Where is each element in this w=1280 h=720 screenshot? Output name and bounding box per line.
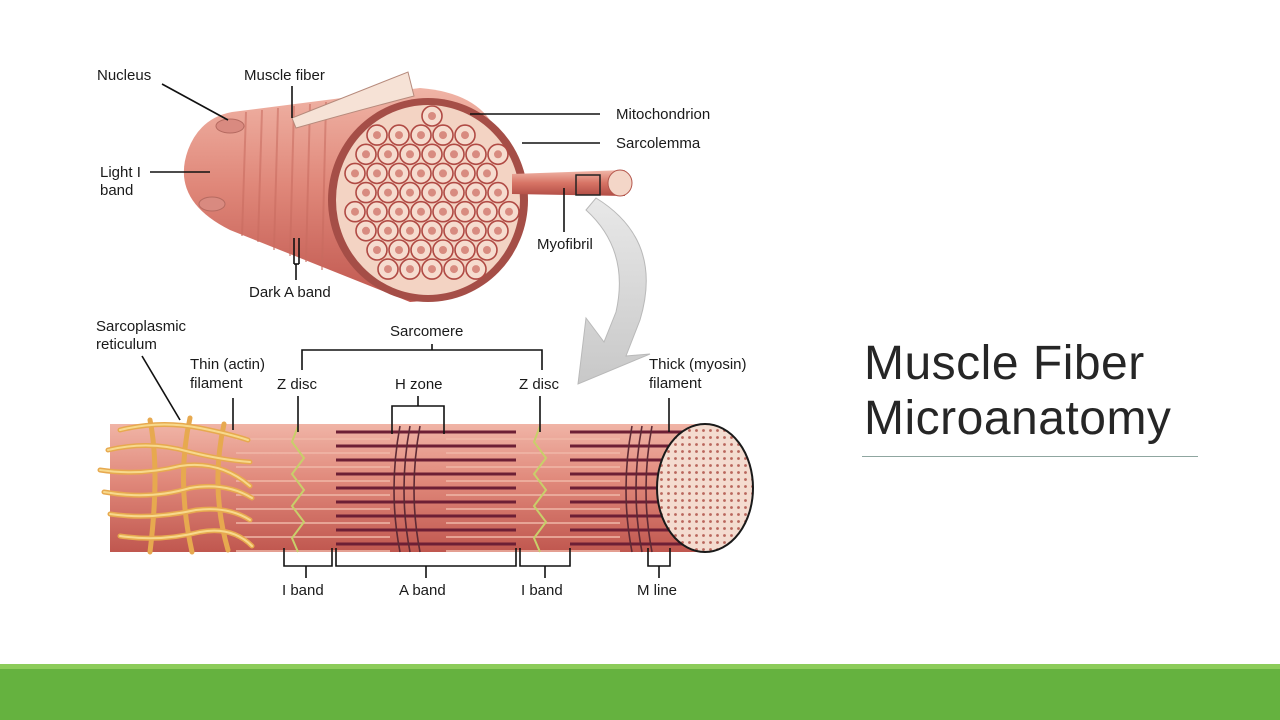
label-i-band-left: I band [282,582,324,599]
z-disc-left-shape [290,425,306,553]
myofibril-dot-core [450,265,458,274]
myofibril-dot-core [406,150,414,159]
myofibril-dot-core [461,169,469,178]
myofibril-dot-core [461,207,469,216]
diagram-labels: Nucleus Muscle fiber Mitochondrion Sarco… [96,67,747,599]
title-underline [862,456,1198,457]
myofibril-dot-core [428,150,436,159]
label-light-i-band-1: Light I [100,164,141,181]
myofibril-dot-core [384,265,392,274]
nucleus-shape [215,118,245,134]
label-z-disc-left: Z disc [277,376,318,393]
myofibril-dot-core [450,188,458,197]
myofibril-dot-core [472,265,480,274]
myofibril-dot-core [494,188,502,197]
label-i-band-right: I band [521,582,563,599]
footer-accent-bar [0,664,1280,720]
myofibril-dot-core [395,131,403,140]
label-muscle-fiber: Muscle fiber [244,67,325,84]
myofibril-dots [344,105,520,280]
myofibril-rod [512,169,633,197]
m-line-curves [393,425,653,553]
nucleus-shape [198,196,226,212]
myofibril-dot-core [395,246,403,254]
label-sarcoplasmic-1: Sarcoplasmic [96,318,187,335]
fiber-striations [241,101,327,271]
myofibril-dot-core [384,226,392,235]
z-disc-right-shape [532,425,548,553]
myofibril-dot-core [417,131,425,140]
myofibril-dot-core [483,246,491,254]
myofibril-dot-core [483,207,491,216]
myofibril-illustration [97,415,754,555]
myofibril-dot-core [395,207,403,216]
myofibril-dot-core [406,226,414,235]
myofibril-dot-core [472,188,480,197]
myofibril-dot-core [461,246,469,254]
myofibril-dot-core [362,188,370,197]
myofibril-dot-core [384,150,392,159]
myofibril-dot-core [439,246,447,254]
myofibril-dot-core [439,169,447,178]
myofibril-dot-core [351,169,359,178]
label-sarcolemma: Sarcolemma [616,135,701,152]
myofibril-dot-core [417,207,425,216]
label-thick-filament-1: Thick (myosin) [649,356,747,373]
myofibril-dot-core [428,112,436,120]
myofibril-dot-core [494,226,502,235]
label-z-disc-right: Z disc [519,376,560,393]
slide-title-line-1: Muscle Fiber [864,337,1145,390]
label-thin-filament-1: Thin (actin) [190,356,265,373]
label-mitochondrion: Mitochondrion [616,106,710,123]
leader-lines [141,83,671,578]
myofibril-dot-core [428,226,436,235]
muscle-fiber-illustration [183,71,633,302]
myofibril-dot-core [494,150,502,159]
myofibril-dot-core [373,131,381,140]
slide-title-line-2: Microanatomy [864,392,1172,445]
label-thin-filament-2: filament [190,375,243,392]
myofibril-dot-core [406,188,414,197]
myofibril-dot-core [472,226,480,235]
label-m-line: M line [637,582,677,599]
myofibril-dot-core [373,246,381,254]
myofibril-dot-core [428,188,436,197]
myofibril-dot-core [483,169,491,178]
label-h-zone: H zone [395,376,443,393]
label-dark-a-band: Dark A band [249,284,331,301]
myofibril-dot-core [362,226,370,235]
label-a-band: A band [399,582,446,599]
myofibril-dot-core [417,246,425,254]
myofibril-dot-core [373,169,381,178]
myofibril-end [656,423,754,553]
myofibril-dot-core [472,150,480,159]
slide-title: Muscle Fiber Microanatomy [864,336,1244,446]
myofibril-dot-core [384,188,392,197]
myofibril-dot-core [362,150,370,159]
myofibril-dot-core [395,169,403,178]
myofibril-dot-core [373,207,381,216]
myofibril-dot-core [461,131,469,140]
label-thick-filament-2: filament [649,375,702,392]
myofibril-dot-core [505,207,513,216]
myofibril-dot-core [450,150,458,159]
label-nucleus: Nucleus [97,67,151,84]
myofibril-dot-core [417,169,425,178]
myofibril-dot-core [351,207,359,216]
myofibril-dot-core [439,131,447,140]
label-myofibril: Myofibril [537,236,593,253]
label-light-i-band-2: band [100,182,133,199]
myofibril-dot-core [439,207,447,216]
myofibril-dot-core [450,226,458,235]
myofibril-dot-core [428,265,436,274]
zoom-arrow [577,197,651,385]
label-sarcomere: Sarcomere [390,323,463,340]
label-sarcoplasmic-2: reticulum [96,336,157,353]
myofibril-dot-core [406,265,414,274]
